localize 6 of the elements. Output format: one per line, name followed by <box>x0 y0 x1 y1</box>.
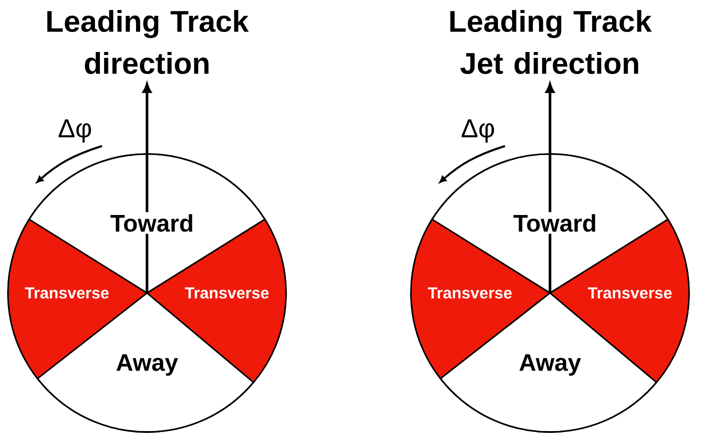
angle-label: Δφ <box>58 119 92 143</box>
heading: Leading Track direction <box>47 10 249 74</box>
wheel-circle <box>7 153 287 433</box>
angle-label: Δφ <box>462 119 494 143</box>
heading: Leading Track Jet direction <box>450 10 652 74</box>
wheel-circle <box>410 153 690 433</box>
